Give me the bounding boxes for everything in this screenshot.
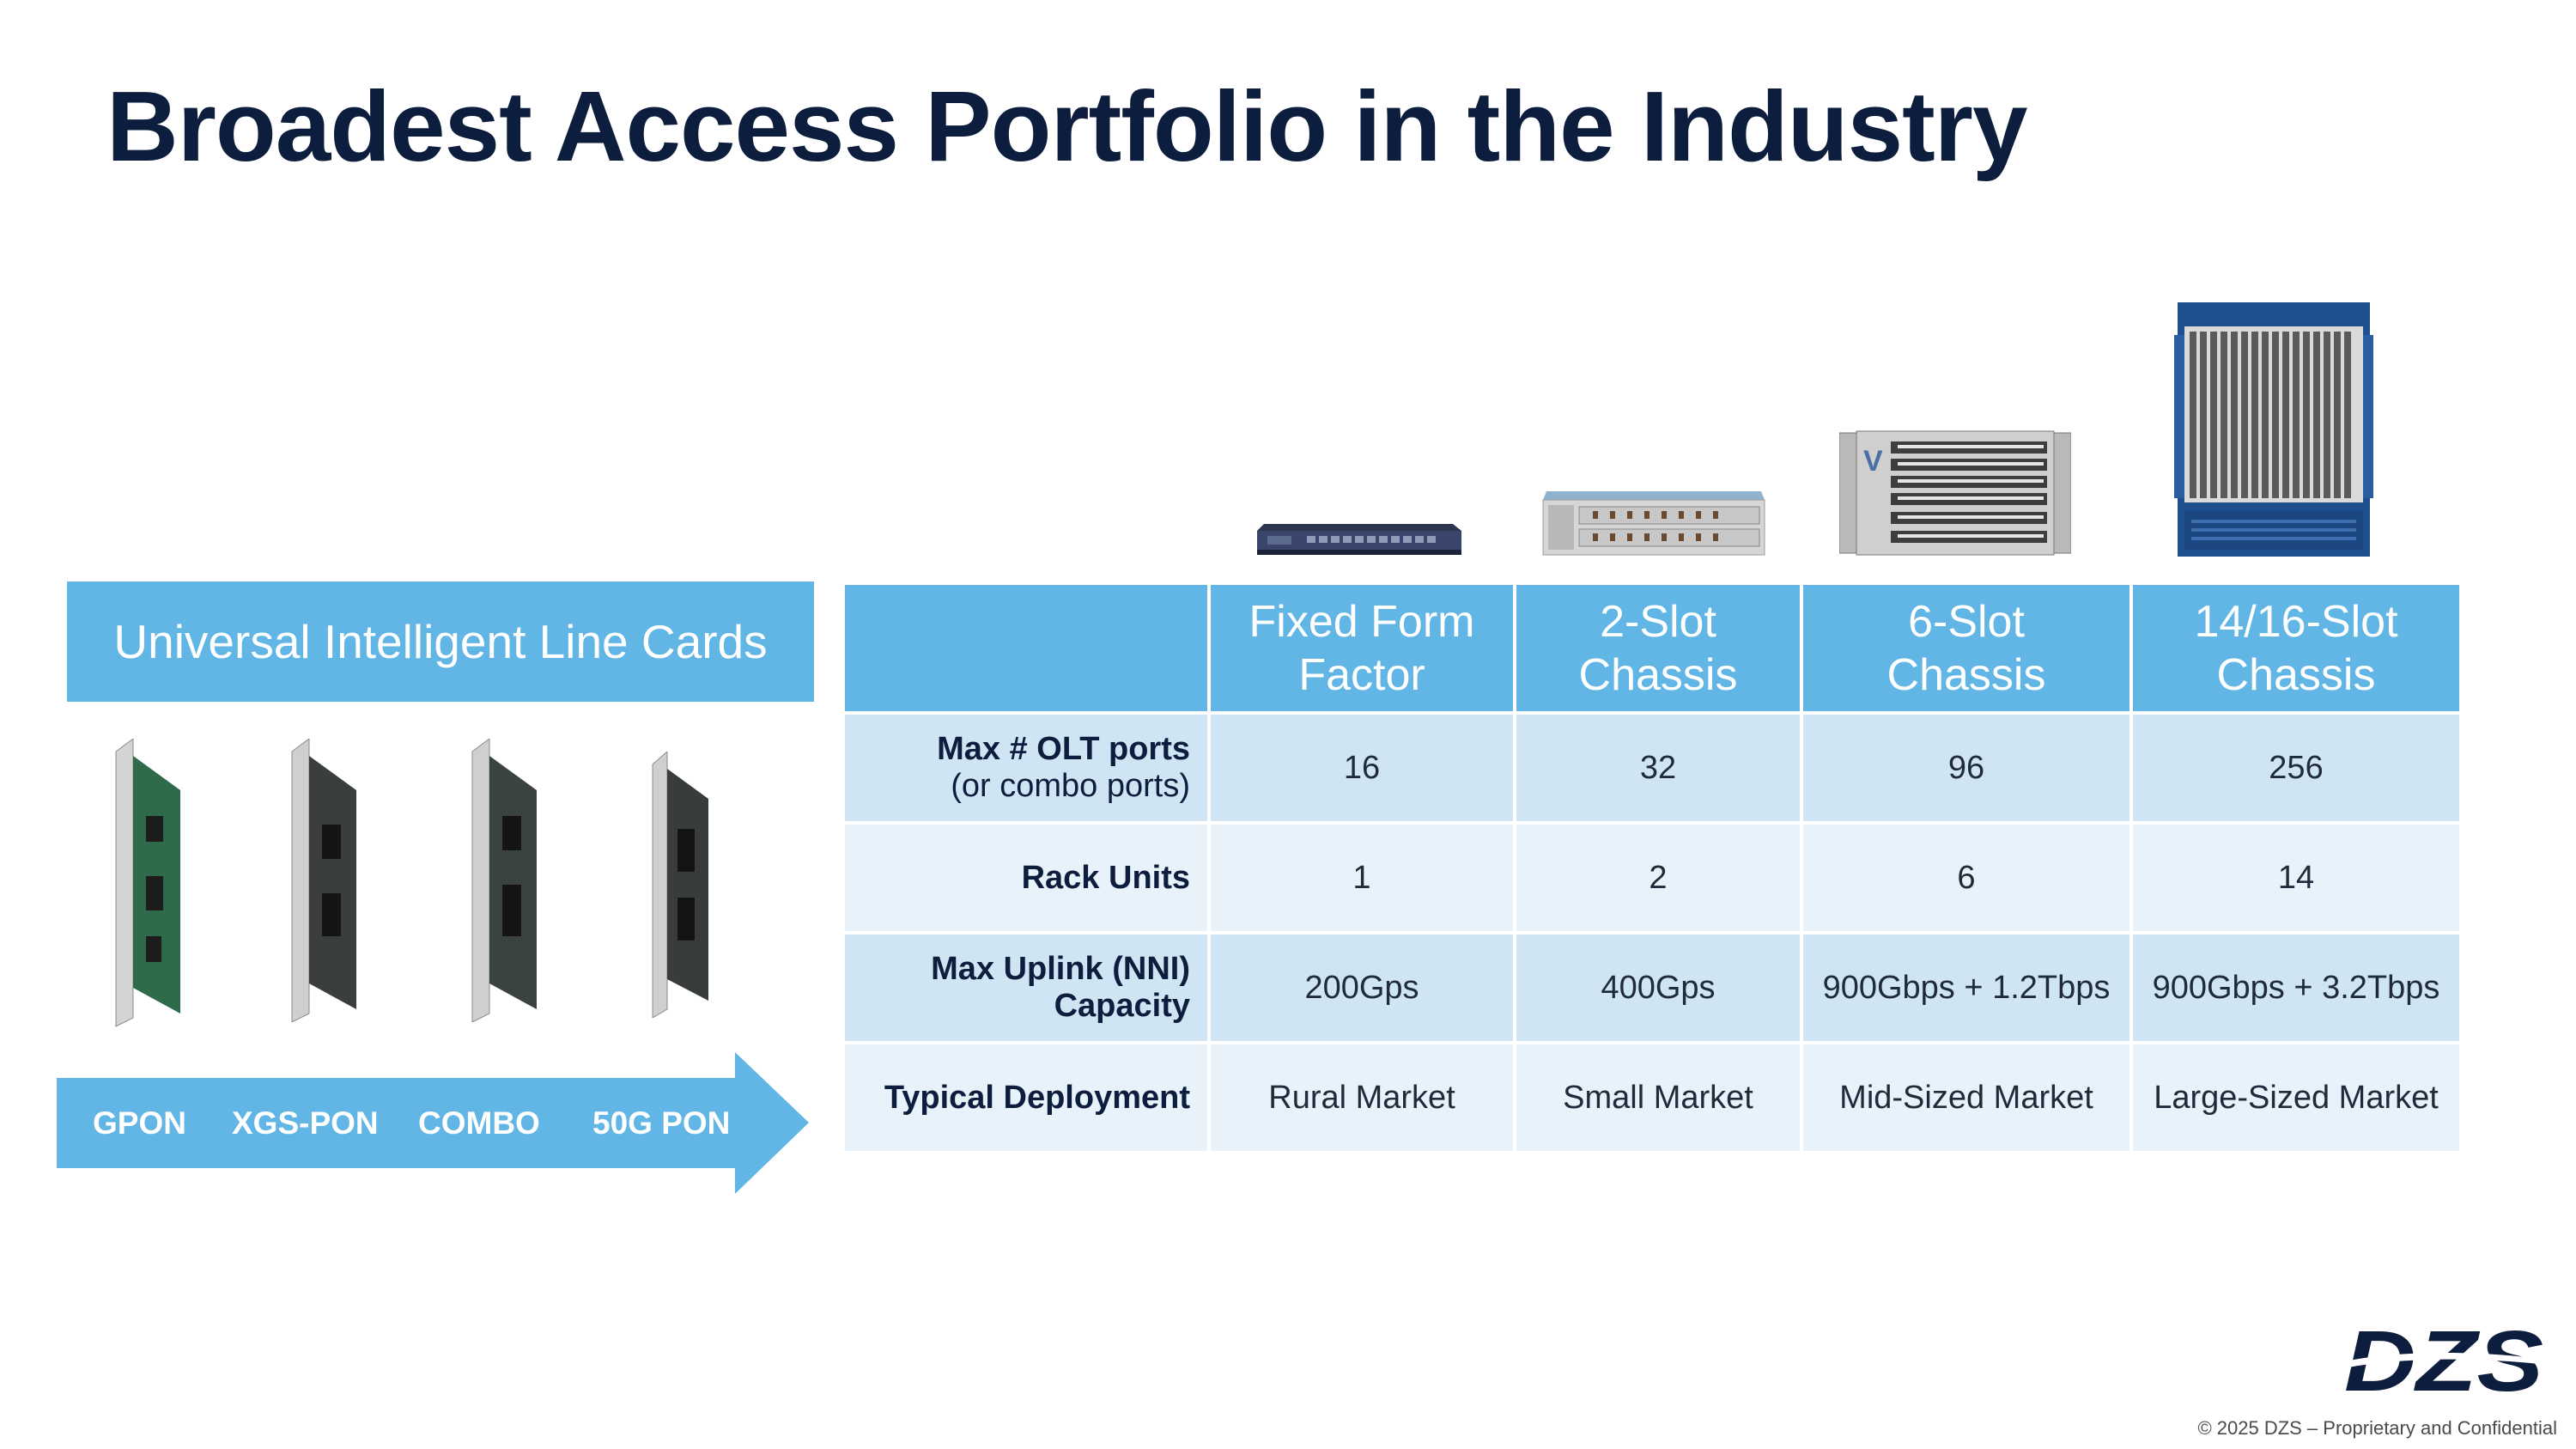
arrow-label-50g-pon: 50G PON	[592, 1105, 731, 1141]
dzs-logo: DZS	[2344, 1318, 2546, 1397]
table-cell: 6	[1803, 825, 2129, 931]
row-label-max-olt-ports: Max # OLT ports(or combo ports)	[845, 715, 1207, 821]
table-cell: Rural Market	[1211, 1044, 1513, 1151]
table-cell: 14	[2133, 825, 2459, 931]
svg-text:V: V	[1863, 445, 1883, 478]
line-cards-header: Universal Intelligent Line Cards	[67, 581, 814, 702]
six-slot-chassis-image: V	[1839, 430, 2071, 556]
50g-pon-line-card-image	[652, 752, 708, 1018]
table-row: Max # OLT ports(or combo ports) 16 32 96…	[845, 715, 2459, 821]
arrow-label-combo: COMBO	[418, 1105, 540, 1141]
line-cards-images	[86, 739, 773, 1031]
page-title: Broadest Access Portfolio in the Industr…	[106, 70, 2027, 182]
technology-arrow-labels: GPON XGS-PON COMBO 50G PON	[57, 1078, 744, 1168]
table-cell: 2	[1516, 825, 1800, 931]
footer-copyright: © 2025 DZS – Proprietary and Confidentia…	[2197, 1417, 2557, 1439]
table-cell: 256	[2133, 715, 2459, 821]
table-cell: Mid-Sized Market	[1803, 1044, 2129, 1151]
table-cell: 400Gps	[1516, 935, 1800, 1041]
table-cell: 96	[1803, 715, 2129, 821]
table-cell: 16	[1211, 715, 1513, 821]
technology-arrow	[57, 1052, 809, 1194]
two-slot-chassis-image	[1542, 491, 1765, 556]
table-cell: Small Market	[1516, 1044, 1800, 1151]
table-row: Rack Units 1 2 6 14	[845, 825, 2459, 931]
xgs-pon-line-card-image	[291, 739, 356, 1022]
table-cell: 200Gps	[1211, 935, 1513, 1041]
table-cell: Large-Sized Market	[2133, 1044, 2459, 1151]
row-label-rack-units: Rack Units	[845, 825, 1207, 931]
table-header-empty	[845, 585, 1207, 711]
arrow-label-gpon: GPON	[93, 1105, 186, 1141]
combo-line-card-image	[471, 739, 537, 1022]
table-cell: 900Gbps + 3.2Tbps	[2133, 935, 2459, 1041]
fixed-form-factor-olt-image	[1257, 524, 1461, 555]
arrow-label-xgs-pon: XGS-PON	[232, 1105, 379, 1141]
gpon-line-card-image	[115, 739, 180, 1027]
fourteen-sixteen-slot-chassis-image	[2174, 302, 2373, 557]
table-cell: 1	[1211, 825, 1513, 931]
table-cell: 32	[1516, 715, 1800, 821]
table-row: Max Uplink (NNI)Capacity 200Gps 400Gps 9…	[845, 935, 2459, 1041]
row-label-typical-deployment: Typical Deployment	[845, 1044, 1207, 1151]
table-row: Typical Deployment Rural Market Small Ma…	[845, 1044, 2459, 1151]
row-label-max-uplink-capacity: Max Uplink (NNI)Capacity	[845, 935, 1207, 1041]
table-cell: 900Gbps + 1.2Tbps	[1803, 935, 2129, 1041]
